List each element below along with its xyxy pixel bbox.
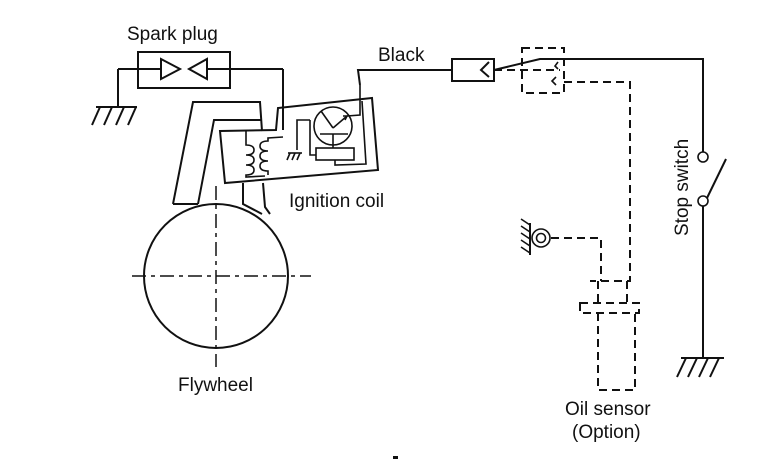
transistor-icon <box>309 85 361 156</box>
connector <box>451 58 495 82</box>
black-wire-label: Black <box>378 45 425 66</box>
stop-switch-lever[interactable] <box>706 158 727 199</box>
ignition-coil-label: Ignition coil <box>289 191 384 212</box>
black-wire <box>356 69 452 86</box>
oil-sensor-float-inner <box>535 232 547 244</box>
ignition-coil <box>218 85 380 185</box>
flywheel-label: Flywheel <box>178 375 253 396</box>
internal-ground-icon <box>286 119 310 161</box>
ignition-coil-housing <box>218 96 380 185</box>
oil-sensor-connector <box>494 47 631 282</box>
primary-winding <box>245 130 266 178</box>
oil-sensor-float-outer <box>531 228 551 248</box>
stop-switch-contact-top <box>697 151 709 163</box>
secondary-winding <box>259 136 284 175</box>
spark-plug <box>118 51 283 89</box>
connector-pin <box>479 61 490 78</box>
oil-sensor-option-label: (Option) <box>572 422 641 443</box>
flywheel <box>132 186 311 367</box>
spark-plug-label: Spark plug <box>127 24 218 45</box>
stop-switch-wire <box>493 58 704 152</box>
stop-switch[interactable] <box>697 151 727 358</box>
scan-mark <box>393 456 398 459</box>
oil-sensor <box>520 218 640 391</box>
spark-plug-electrode-left <box>160 57 183 81</box>
ground-symbol-spark-plug <box>91 69 137 126</box>
ground-symbol-stop-switch <box>676 357 724 378</box>
spark-plug-electrode-right <box>186 57 208 81</box>
oil-sensor-label: Oil sensor <box>565 399 651 420</box>
stop-switch-label: Stop switch <box>672 139 693 236</box>
coil-core <box>172 101 271 215</box>
resistor-icon <box>315 147 355 161</box>
